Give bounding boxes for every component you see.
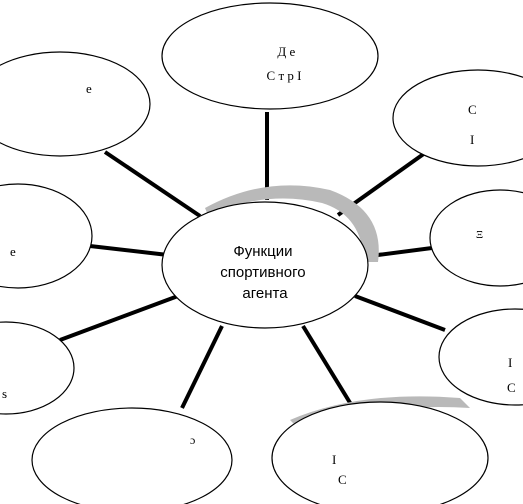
node-upper-right-label-line-1: С xyxy=(468,102,477,117)
node-bottom-right-label: І С xyxy=(332,452,347,487)
connector-bottom-right xyxy=(301,324,354,408)
connectors xyxy=(59,112,446,409)
center-label-line-3: агента xyxy=(242,285,288,302)
node-lower-left-label: s xyxy=(2,386,7,401)
node-left-label-line-1: е xyxy=(10,244,16,259)
connector-left xyxy=(89,244,169,257)
node-bottom-left xyxy=(31,407,233,504)
node-lower-right-label-line-2: С xyxy=(507,380,516,395)
node-top-label-line-1: Д е xyxy=(277,44,295,59)
node-lower-left-label-line-1: s xyxy=(2,386,7,401)
node-bottom-right-label-line-2: С xyxy=(338,472,347,487)
node-right-label-line-1: Ξ xyxy=(476,229,483,241)
connector-bottom-left xyxy=(180,325,224,409)
node-left xyxy=(0,183,93,289)
node-lower-right xyxy=(438,308,523,406)
node-bottom-left-label: ɔ xyxy=(190,433,195,447)
connector-upper-left xyxy=(103,150,202,218)
node-upper-left-label-line-1: е xyxy=(86,81,92,96)
center-shadow xyxy=(205,185,379,262)
node-top-label: Д е С т р І xyxy=(267,44,302,83)
bottom-right-shadow xyxy=(290,396,470,430)
node-bottom-left-label-line-1: ɔ xyxy=(190,433,195,447)
center-label-line-1: Функции xyxy=(233,243,292,260)
node-top-label-line-2: С т р І xyxy=(267,68,302,83)
node-upper-left xyxy=(0,51,151,157)
node-upper-right-label: С І xyxy=(468,102,480,147)
node-center xyxy=(161,201,369,329)
center-label-line-2: спортивного xyxy=(220,264,305,281)
node-upper-left-label: е xyxy=(86,81,92,96)
node-lower-left xyxy=(0,321,75,415)
node-upper-right-label-line-2: І xyxy=(470,132,474,147)
node-right xyxy=(429,189,523,287)
node-bottom-right-label-line-1: І xyxy=(332,452,336,467)
node-lower-right-label-line-1: І xyxy=(508,355,512,370)
node-bottom-right xyxy=(271,401,489,504)
connector-lower-left xyxy=(59,294,179,342)
connector-lower-right xyxy=(354,294,446,332)
node-top xyxy=(161,2,379,110)
center-label: Функции спортивного агента xyxy=(220,243,309,302)
node-upper-right xyxy=(392,69,523,167)
node-lower-right-label: І С xyxy=(507,355,516,395)
node-right-label: Ξ xyxy=(476,229,483,241)
connector-right xyxy=(369,246,433,258)
node-left-label: е xyxy=(10,244,16,259)
